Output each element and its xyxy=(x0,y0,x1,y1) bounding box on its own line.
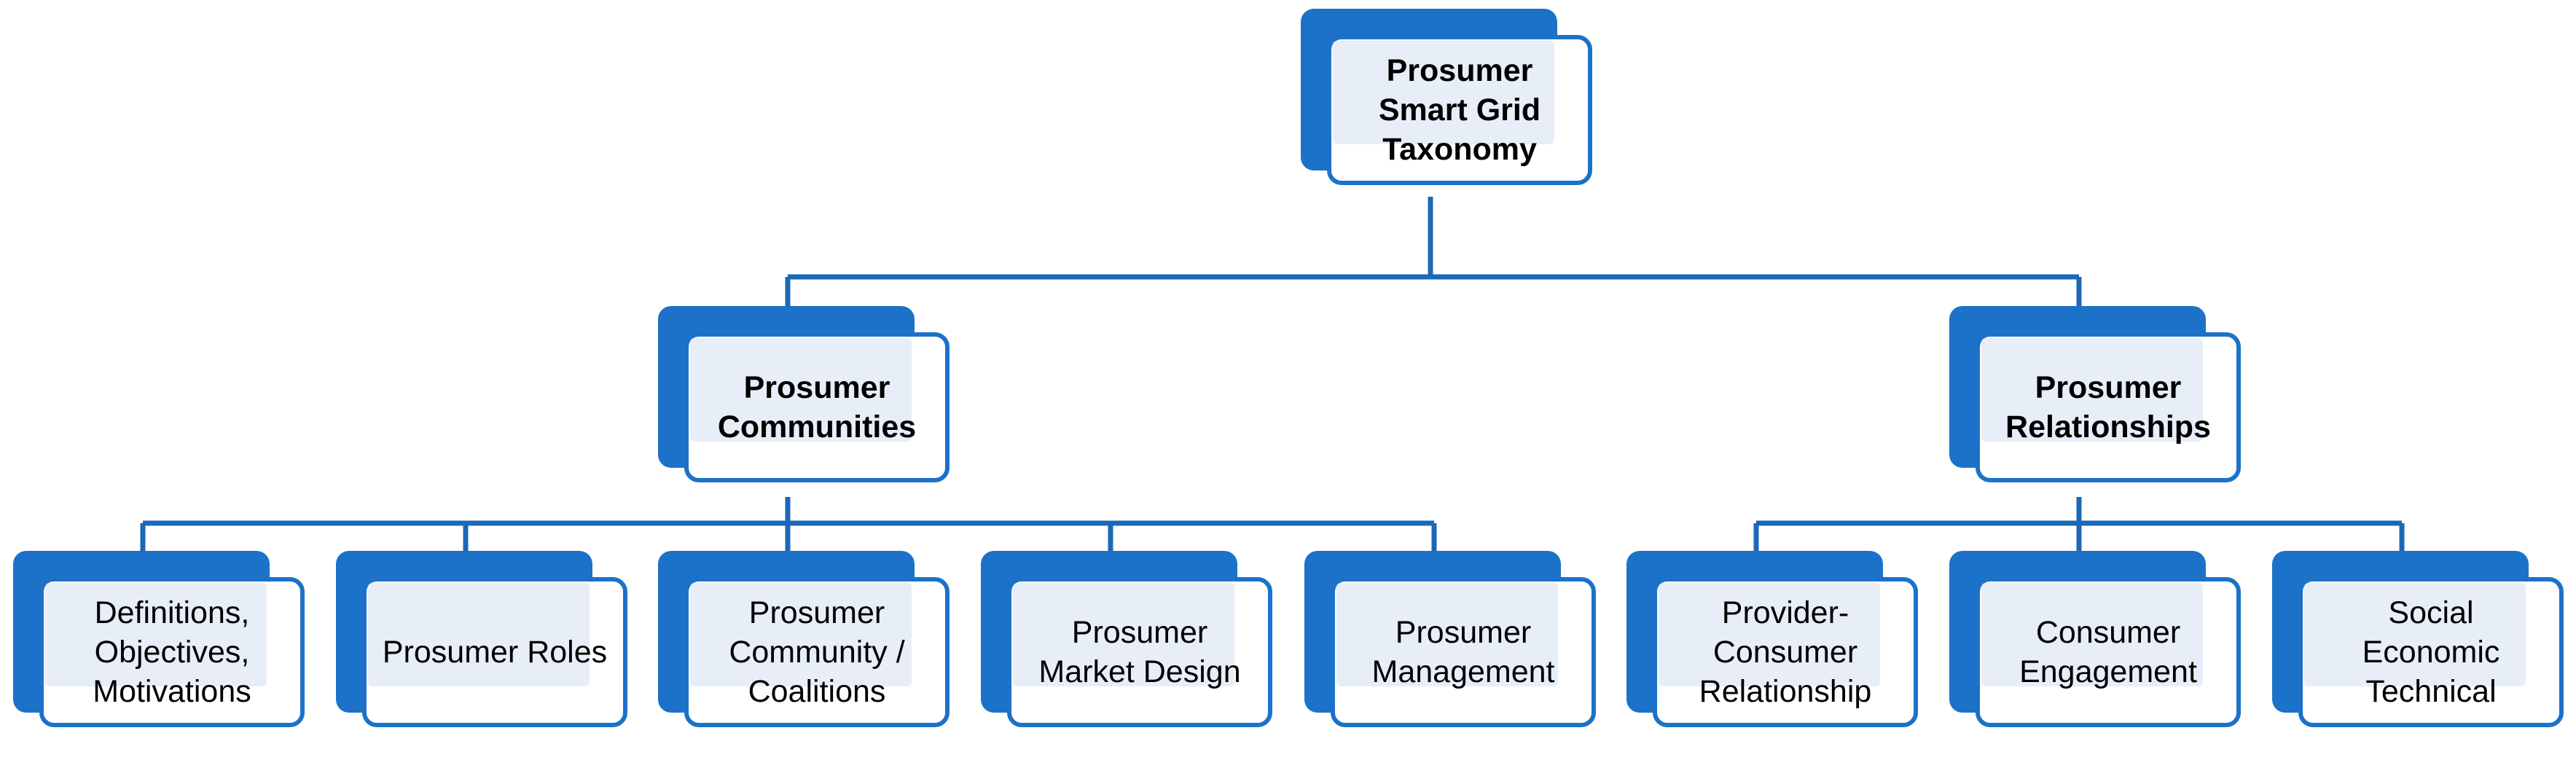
node-label-background xyxy=(368,583,590,686)
leaf-node-label: Provider- Consumer Relationship xyxy=(1699,595,1872,709)
root-node-label: Prosumer Smart Grid Taxonomy xyxy=(1378,53,1541,167)
node-label-background xyxy=(1333,41,1554,144)
node-label-background xyxy=(1013,583,1234,686)
branch-node-label: Prosumer Relationships xyxy=(2005,370,2211,444)
leaf-node-label: Consumer Engagement xyxy=(2019,615,2197,689)
branch-node-communities: Prosumer Communities xyxy=(658,306,950,482)
node-label-background xyxy=(45,583,267,686)
root-node: Prosumer Smart Grid Taxonomy xyxy=(1301,9,1592,185)
leaf-node-label: Prosumer Community / Coalitions xyxy=(729,595,905,709)
leaf-node-consumer-engagement: Consumer Engagement xyxy=(1949,551,2241,727)
leaf-node-label: Definitions, Objectives, Motivations xyxy=(93,595,251,709)
leaf-node-label: Prosumer Management xyxy=(1371,615,1555,689)
leaf-node-management: Prosumer Management xyxy=(1304,551,1596,727)
leaf-node-definitions: Definitions, Objectives, Motivations xyxy=(13,551,305,727)
node-label-background xyxy=(1981,583,2203,686)
branch-node-relationships: Prosumer Relationships xyxy=(1949,306,2241,482)
node-label-background xyxy=(2304,583,2526,686)
leaf-node-label: Prosumer Market Design xyxy=(1038,615,1241,689)
leaf-node-social-economic-technical: Social Economic Technical xyxy=(2272,551,2564,727)
node-label-background xyxy=(1659,583,1880,686)
leaf-node-label: Prosumer Roles xyxy=(382,635,608,670)
branch-node-label: Prosumer Communities xyxy=(717,370,917,444)
leaf-node-label: Social Economic Technical xyxy=(2362,595,2500,709)
leaf-node-community-coalitions: Prosumer Community / Coalitions xyxy=(658,551,950,727)
node-label-background xyxy=(1981,338,2203,442)
node-label-background xyxy=(690,338,912,442)
leaf-node-roles: Prosumer Roles xyxy=(336,551,627,727)
node-label-background xyxy=(690,583,912,686)
leaf-node-market-design: Prosumer Market Design xyxy=(981,551,1272,727)
node-label-background xyxy=(1336,583,1558,686)
leaf-node-provider-consumer: Provider- Consumer Relationship xyxy=(1626,551,1918,727)
